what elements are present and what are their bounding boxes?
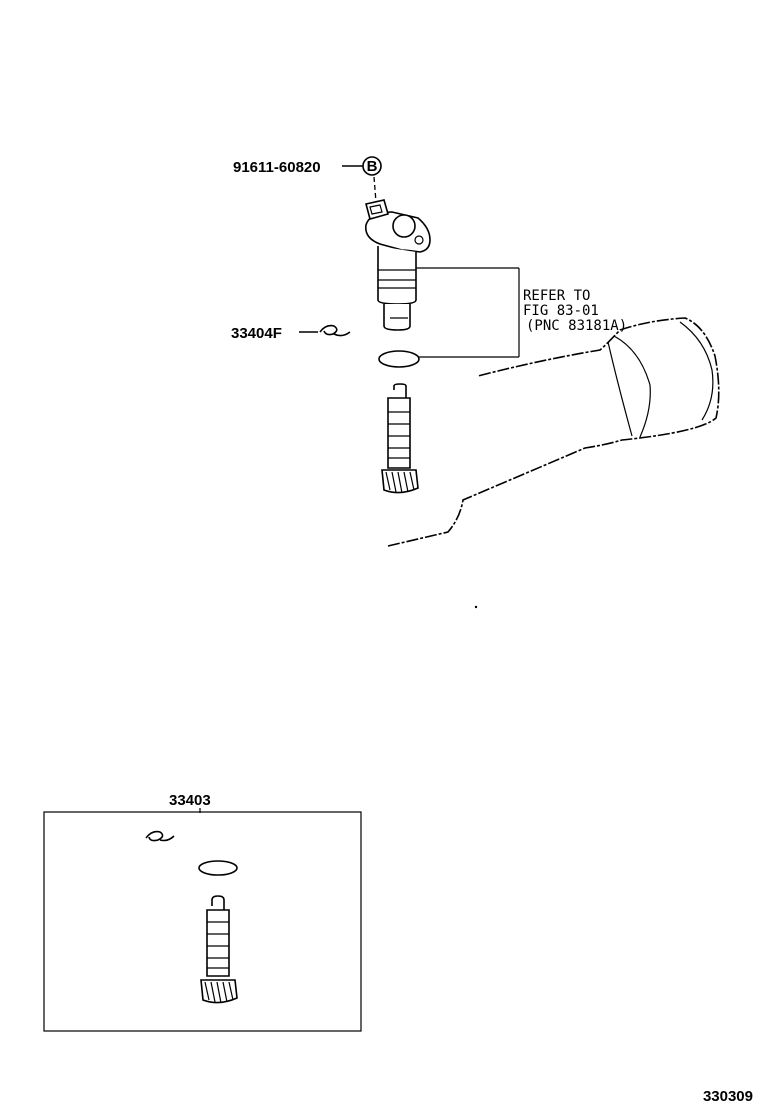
kit-clip-icon [145, 830, 175, 842]
refer-line-1: REFER TO [523, 288, 590, 304]
refer-line-3: (PNC 83181A) [526, 318, 627, 334]
transmission-housing [387, 317, 720, 609]
kit-o-ring [198, 860, 238, 876]
figure-number: 330309 [703, 1088, 753, 1105]
clip-part-number: 33404F [231, 325, 282, 342]
bolt-callout: 91611-60820 B [233, 156, 382, 203]
refer-bracket: REFER TO FIG 83-01 (PNC 83181A) [416, 267, 627, 358]
bolt-marker-circle [362, 156, 382, 176]
bolt-part-number: 91611-60820 [233, 159, 321, 176]
speed-sensor [364, 199, 431, 331]
kit-part-number: 33403 [169, 792, 211, 809]
clip-icon [319, 324, 351, 337]
kit-33403: 33403 [43, 792, 362, 1032]
bolt-marker: B [367, 158, 378, 175]
refer-line-2: FIG 83-01 [523, 303, 599, 319]
kit-box [43, 811, 362, 1032]
kit-gear-shaft [200, 895, 238, 1004]
driven-gear-shaft [381, 383, 419, 494]
clip-callout: 33404F [231, 324, 351, 342]
o-ring [378, 350, 420, 368]
